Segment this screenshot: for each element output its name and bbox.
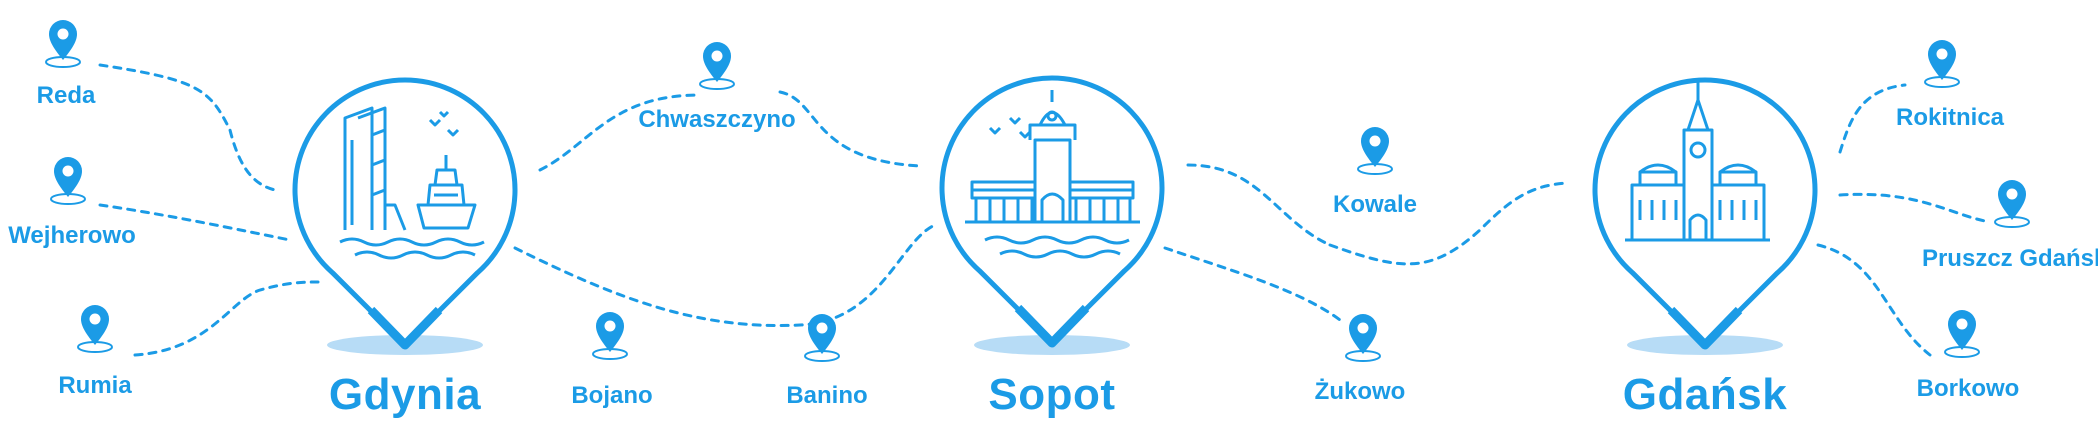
city-label: Gdańsk — [1622, 370, 1788, 419]
city-marker-outline — [292, 77, 518, 348]
connector-lines — [98, 63, 1992, 357]
sopot-pier-lighthouse-icon — [965, 90, 1140, 259]
location-pin-icon — [1994, 179, 2030, 228]
connector-gdansk-borkowo — [1816, 243, 1932, 357]
location-pin-icon — [804, 313, 840, 362]
city-marker-tip — [1014, 304, 1090, 348]
city-marker-tip — [367, 306, 443, 350]
town-label: Kowale — [1332, 191, 1418, 218]
town-label: Żukowo — [1314, 378, 1406, 405]
city-marker-outline — [1592, 77, 1818, 348]
gdynia-sea-towers-ship-icon — [339, 106, 485, 260]
town-label: Banino — [786, 382, 868, 409]
gdansk-town-hall-icon — [1625, 78, 1770, 242]
town-label: Rumia — [58, 372, 132, 399]
town-label: Borkowo — [1916, 375, 2020, 402]
connector-sopot-kowale — [1186, 163, 1332, 247]
connector-sopot-zukowo — [1163, 246, 1342, 322]
city-marker-outline — [939, 75, 1165, 346]
connector-gdansk-rokitnica — [1838, 83, 1907, 154]
connector-rumia-gdynia — [133, 280, 320, 357]
city-marker-tip — [1667, 306, 1743, 350]
connector-wejherowo-gdynia — [98, 203, 292, 242]
town-label: Chwaszczyno — [638, 106, 796, 133]
city-marker-0 — [292, 77, 518, 355]
location-pin-icon — [1357, 126, 1393, 175]
town-label: Pruszcz Gdański — [1921, 245, 2098, 272]
location-pin-icon — [592, 311, 628, 360]
city-label: Sopot — [988, 370, 1116, 419]
location-pin-icon — [1944, 309, 1980, 358]
location-pin-icon — [1924, 39, 1960, 88]
location-pin-icon — [50, 156, 86, 205]
connector-gdynia-sopot — [513, 223, 937, 328]
town-label: Bojano — [571, 382, 653, 409]
city-marker-2 — [1592, 77, 1818, 355]
connector-gdynia-chwaszczyno — [538, 93, 702, 172]
city-label: Gdynia — [328, 370, 482, 419]
city-marker-1 — [939, 75, 1165, 355]
location-pin-icon — [699, 41, 735, 90]
connector-gdansk-pruszcz — [1838, 192, 1992, 224]
town-label: Rokitnica — [1895, 104, 2005, 131]
connector-kowale-gdansk — [1328, 181, 1570, 266]
town-label: Wejherowo — [8, 222, 136, 249]
location-pin-icon — [45, 19, 81, 68]
location-pin-icon — [1345, 313, 1381, 362]
location-pin-icon — [77, 304, 113, 353]
town-label: Reda — [36, 82, 96, 109]
connector-reda-gdynia — [98, 63, 277, 192]
connector-chwaszczyno-sopot — [778, 90, 922, 168]
